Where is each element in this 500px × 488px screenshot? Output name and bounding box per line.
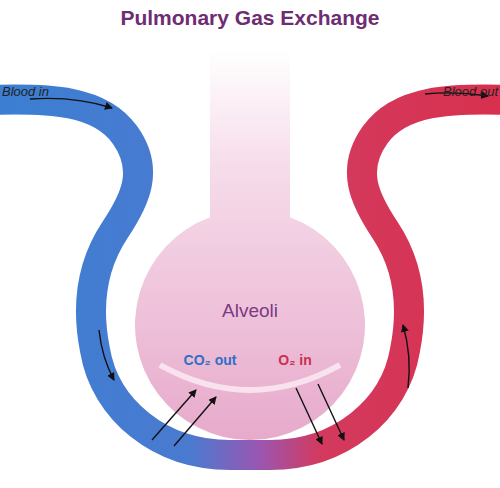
diagram-title: Pulmonary Gas Exchange — [0, 6, 500, 30]
gas-arrows — [152, 384, 344, 446]
co2-arrow — [152, 390, 196, 440]
o2-arrow — [296, 388, 322, 444]
flow-label: Blood in — [2, 84, 92, 99]
flow-arrows — [30, 93, 488, 388]
node-title: Alveoli — [135, 300, 365, 322]
flow-label: Blood out — [408, 84, 498, 99]
gas-label: CO₂ out — [160, 352, 260, 368]
gas-label: O₂ in — [255, 352, 335, 368]
flow-arrow — [403, 325, 409, 388]
flow-arrow — [30, 98, 112, 108]
o2-arrow — [318, 384, 344, 440]
alveolus-outline — [135, 50, 365, 440]
flow-arrow — [99, 330, 114, 380]
alveolus-shape — [135, 50, 365, 442]
co2-arrow — [174, 397, 216, 446]
alveolus-node: AlveoliCO₂ outO₂ in — [135, 50, 365, 442]
alveolus-shading — [160, 365, 340, 390]
